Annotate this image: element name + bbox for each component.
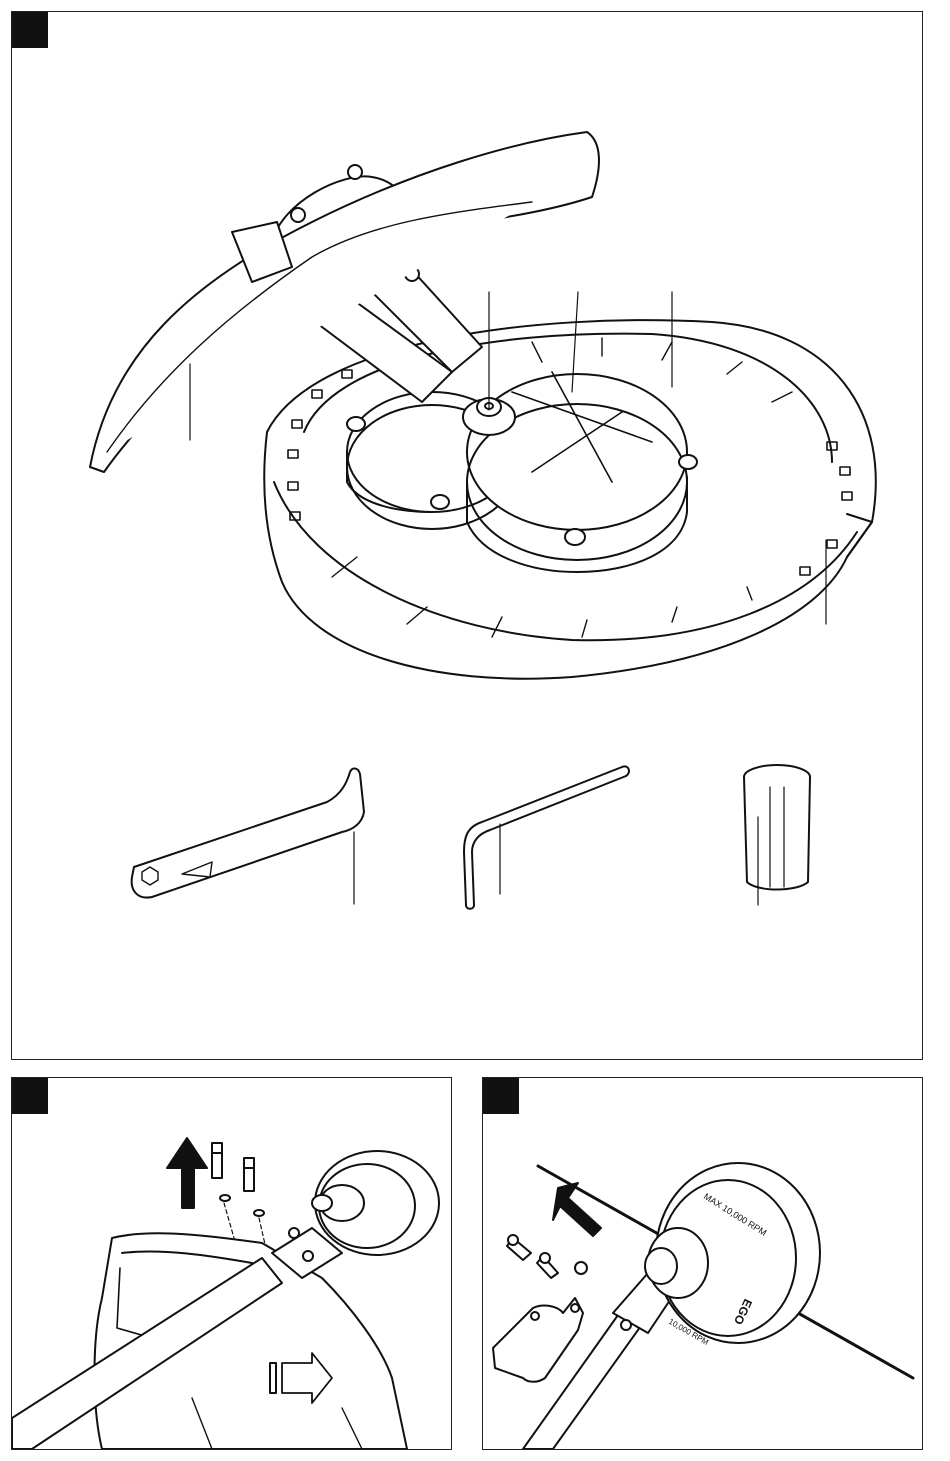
- figure-panel-c: MAX 10,000 RPM 10,000 RPM EGO: [482, 1077, 923, 1450]
- up-arrow-icon: [167, 1138, 207, 1208]
- panel-b-drawing: EGO: [12, 1078, 451, 1449]
- figure-panel-b: EGO: [11, 1077, 452, 1450]
- hex-icon: [142, 867, 158, 885]
- trimmer-head: [272, 1151, 439, 1278]
- guard-logo: EGO: [130, 1273, 179, 1298]
- panel-c-drawing: MAX 10,000 RPM 10,000 RPM EGO: [483, 1078, 922, 1449]
- figure-panel-a: [11, 11, 923, 1060]
- wrench-tool: [132, 768, 364, 904]
- hex-key-tool: [464, 766, 629, 908]
- sleeve-tool: [744, 765, 810, 905]
- trimmer-head: MAX 10,000 RPM 10,000 RPM EGO: [613, 1163, 820, 1347]
- bolts: [212, 1143, 267, 1253]
- guard-bracket: [493, 1298, 583, 1382]
- bolts: [507, 1235, 587, 1278]
- panel-a-drawing: [12, 12, 922, 1059]
- up-left-arrow-icon: [553, 1183, 601, 1236]
